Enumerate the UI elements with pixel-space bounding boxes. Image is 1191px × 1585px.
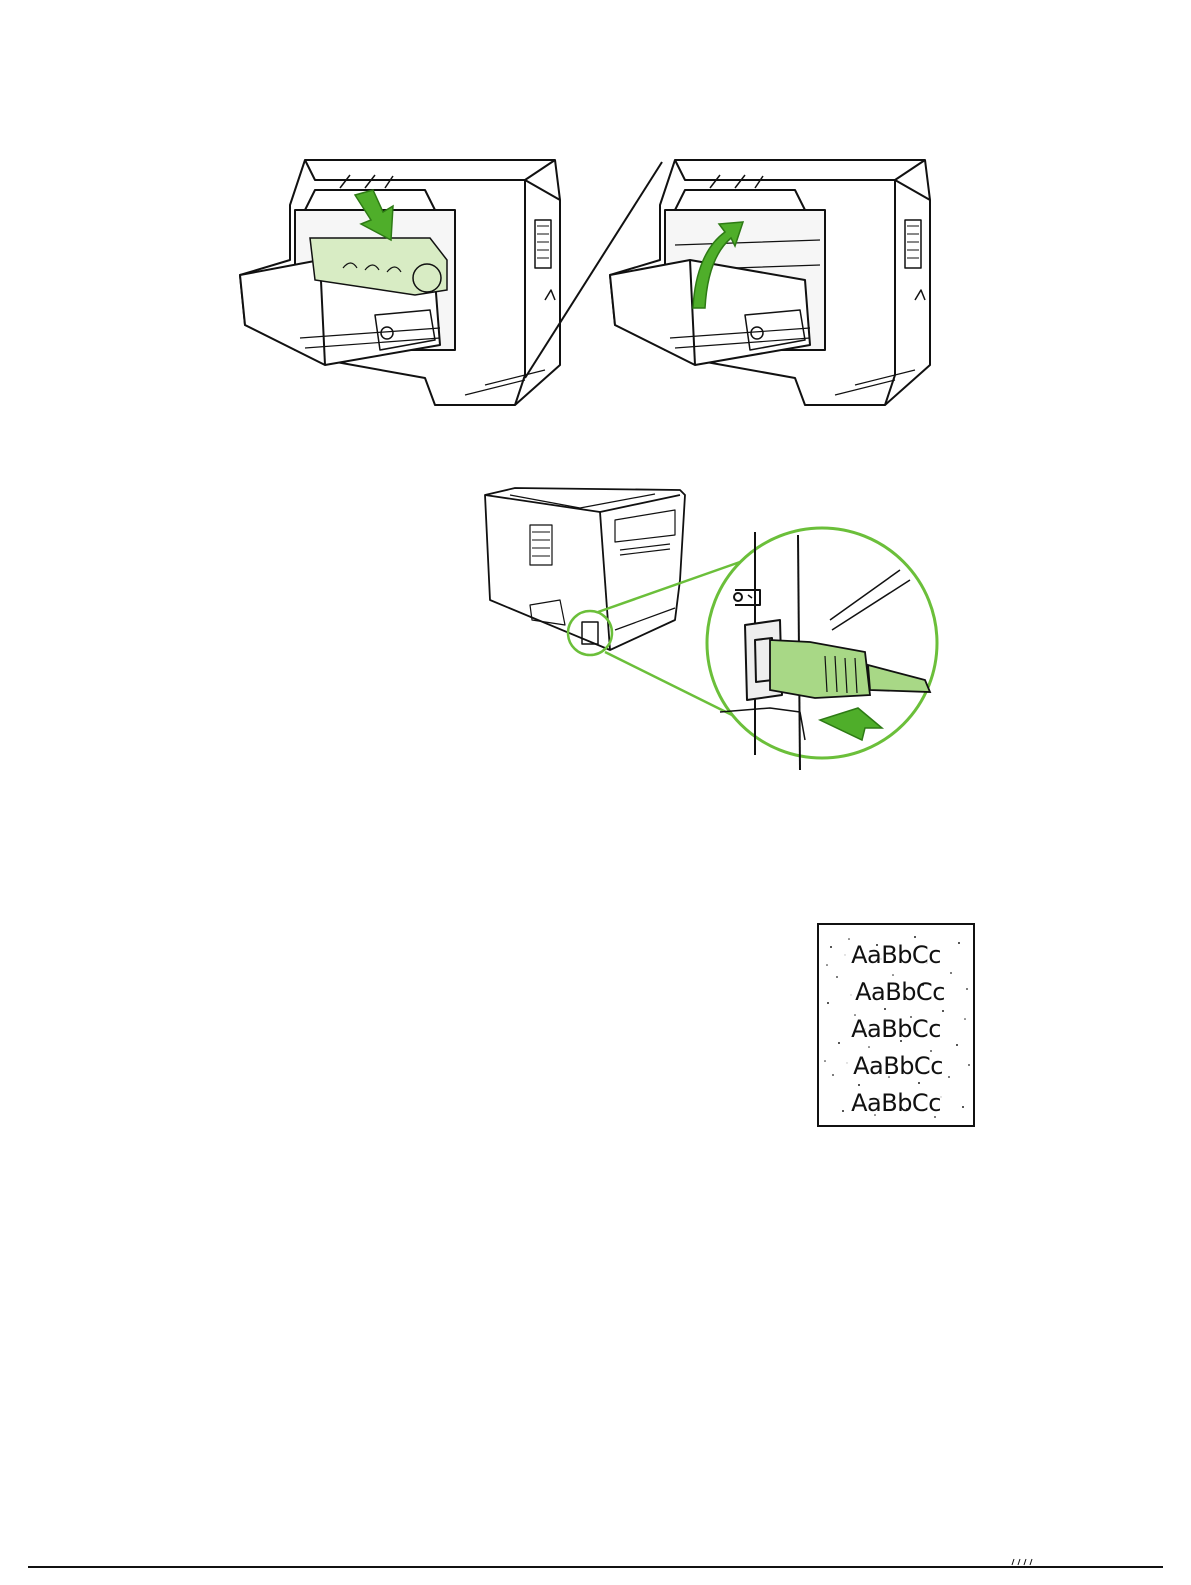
printer-rear-view [485, 488, 685, 650]
footer-rule [28, 1566, 1163, 1568]
sample-print-page: AaBbCc AaBbCc AaBbCc AaBbCc AaBbCc [817, 923, 975, 1127]
power-socket-zoom [707, 528, 937, 770]
printer-front-door-close [610, 160, 930, 405]
sample-line-3: AaBbCc [819, 1017, 973, 1041]
sample-line-4: AaBbCc [821, 1054, 975, 1078]
sample-line-2: AaBbCc [823, 980, 975, 1004]
footer-marks [1010, 1558, 1040, 1566]
printer-front-figures [225, 150, 965, 420]
sample-line-1: AaBbCc [819, 943, 973, 967]
sample-line-5: AaBbCc [819, 1091, 973, 1115]
printer-rear-figure [470, 480, 950, 790]
